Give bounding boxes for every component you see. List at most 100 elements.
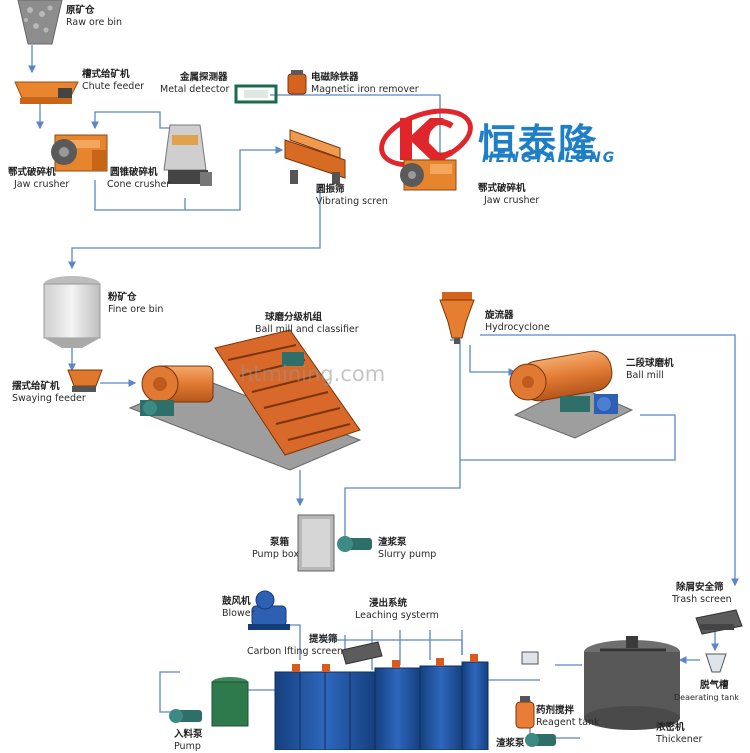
label-cn: 鼓风机 bbox=[222, 596, 251, 607]
label-en: Blower bbox=[222, 608, 255, 619]
label-cn: 摆式给矿机 bbox=[12, 381, 60, 392]
label-jaw-crusher-2: 鄂式破碎机 Jaw crusher bbox=[478, 183, 539, 207]
label-cn: 圆锥破碎机 bbox=[110, 167, 158, 178]
label-en: Chute feeder bbox=[82, 81, 145, 92]
label-en: Pump box bbox=[252, 549, 300, 560]
label-slurry-pump-2: 渣浆泵 bbox=[496, 738, 525, 750]
label-feed-pump: 入料泵 Pump bbox=[174, 729, 203, 753]
magnetic-remover-icon bbox=[287, 70, 307, 95]
feed-tank-icon bbox=[211, 677, 249, 727]
cone-crusher-icon bbox=[163, 124, 212, 186]
label-fine-ore-bin: 粉矿仓 Fine ore bin bbox=[108, 292, 163, 316]
raw-ore-bin-icon bbox=[17, 0, 63, 45]
label-cn: 浸出系统 bbox=[369, 598, 408, 609]
label-cn: 浓密机 bbox=[656, 722, 685, 733]
label-en: Vibrating scren bbox=[316, 196, 388, 207]
label-cn: 提炭筛 bbox=[309, 634, 338, 645]
label-en: Reagent tank bbox=[536, 717, 600, 728]
label-trash-screen: 除屑安全筛 Trash screen bbox=[672, 582, 732, 606]
blower-icon bbox=[248, 590, 290, 630]
label-cn: 鄂式破碎机 bbox=[8, 167, 56, 178]
label-raw-ore-bin: 原矿仓 Raw ore bin bbox=[66, 5, 122, 29]
label-en: Pump bbox=[174, 741, 201, 752]
label-cn: 二段球磨机 bbox=[626, 358, 674, 369]
label-magnetic-remover: 电磁除铁器 Magnetic iron remover bbox=[311, 72, 419, 96]
label-jaw-crusher-1: 鄂式破碎机 Jaw crusher bbox=[8, 167, 69, 191]
label-en: Ball mill and classifier bbox=[255, 324, 359, 335]
label-cn: 入料泵 bbox=[174, 729, 203, 740]
label-hydrocyclone: 旋流器 Hydrocyclone bbox=[485, 310, 550, 334]
ball-mill-2-icon bbox=[509, 350, 634, 439]
label-metal-detector: 金属探测器 bbox=[180, 72, 228, 84]
label-cn: 电磁除铁器 bbox=[311, 72, 359, 83]
chute-feeder-icon bbox=[14, 81, 79, 104]
label-cn: 鄂式破碎机 bbox=[478, 183, 526, 194]
deaerating-tank-icon bbox=[705, 653, 727, 673]
label-en: Carbon lfting screen bbox=[247, 646, 344, 657]
label-deaerating-tank: 脱气槽 Deaerating tank bbox=[674, 680, 739, 704]
label-ball-mill-classifier: 球磨分级机组 Ball mill and classifier bbox=[255, 312, 359, 336]
label-chute-feeder: 槽式给矿机 Chute feeder bbox=[82, 69, 144, 93]
reagent-tank-icon bbox=[515, 696, 535, 729]
label-cn: 渣浆泵 bbox=[378, 537, 407, 548]
label-ball-mill-2: 二段球磨机 Ball mill bbox=[626, 358, 674, 382]
label-cn: 球磨分级机组 bbox=[265, 312, 323, 323]
leaching-tanks-icon bbox=[274, 654, 489, 750]
label-cn: 圆振筛 bbox=[316, 184, 345, 195]
hydrocyclone-icon bbox=[439, 292, 475, 344]
trash-screen-icon bbox=[695, 609, 743, 635]
label-cn: 原矿仓 bbox=[66, 5, 95, 16]
label-slurry-pump: 渣浆泵 Slurry pump bbox=[378, 537, 436, 561]
fine-ore-bin-icon bbox=[43, 276, 101, 348]
label-cn: 金属探测器 bbox=[180, 72, 228, 83]
label-pump-box: 泵箱 Pump box bbox=[252, 537, 299, 561]
thickener-icon bbox=[584, 636, 680, 730]
label-en: Jaw crusher bbox=[14, 179, 70, 190]
pump-box-icon bbox=[297, 514, 335, 572]
brand-name-cn: 恒泰隆 bbox=[478, 121, 599, 165]
swaying-feeder-icon bbox=[67, 369, 103, 392]
label-blower: 鼓风机 Blower bbox=[222, 596, 255, 620]
ball-mill-classifier-icon bbox=[128, 329, 362, 471]
brand-name-en: HENGTAILONG bbox=[482, 150, 617, 166]
flow-lines bbox=[28, 45, 739, 739]
label-cn: 除屑安全筛 bbox=[676, 582, 724, 593]
label-en: Fine ore bin bbox=[108, 304, 164, 315]
label-thickener: 浓密机 Thickener bbox=[656, 722, 702, 746]
label-cone-crusher: 圆锥破碎机 Cone crusher bbox=[107, 167, 171, 191]
label-cn: 槽式给矿机 bbox=[82, 69, 130, 80]
watermark: htmining.com bbox=[240, 362, 386, 386]
jaw-crusher-2-icon bbox=[400, 159, 457, 191]
label-en: Cone crusher bbox=[107, 179, 171, 190]
metal-detector-icon bbox=[234, 84, 278, 104]
carbon-screen-icon bbox=[341, 641, 383, 665]
label-en: Leaching systerm bbox=[355, 610, 439, 621]
slurry-pump-icon bbox=[337, 536, 372, 552]
label-carbon-screen: 提炭筛 Carbon lfting screen bbox=[247, 634, 343, 658]
label-en: Swaying feeder bbox=[12, 393, 86, 404]
label-en: Ball mill bbox=[626, 370, 664, 381]
label-en: Trash screen bbox=[672, 594, 732, 605]
label-cn: 药剂搅拌 bbox=[536, 705, 575, 716]
label-en: Jaw crusher bbox=[484, 195, 540, 206]
label-vibrating-screen: 圆振筛 Vibrating scren bbox=[316, 184, 388, 208]
label-cn: 渣浆泵 bbox=[496, 738, 525, 749]
hengtailong-logo-icon bbox=[379, 108, 473, 168]
label-en: Magnetic iron remover bbox=[311, 84, 419, 95]
vibrating-screen-icon bbox=[284, 129, 346, 184]
label-cn: 粉矿仓 bbox=[108, 292, 137, 303]
label-cn: 旋流器 bbox=[485, 310, 514, 321]
label-reagent-tank: 药剂搅拌 Reagent tank bbox=[536, 705, 600, 729]
label-cn: 脱气槽 bbox=[700, 680, 729, 691]
label-metal-detector-en: Metal detector bbox=[160, 84, 230, 95]
label-en: Thickener bbox=[656, 734, 703, 745]
label-en: Hydrocyclone bbox=[485, 322, 550, 333]
small-tank-icon bbox=[521, 651, 539, 665]
label-cn: 泵箱 bbox=[270, 537, 290, 548]
label-en: Slurry pump bbox=[378, 549, 437, 560]
label-leaching: 浸出系统 Leaching systerm bbox=[355, 598, 439, 622]
slurry-pump-2-icon bbox=[525, 733, 556, 747]
jaw-crusher-1-icon bbox=[51, 134, 108, 172]
